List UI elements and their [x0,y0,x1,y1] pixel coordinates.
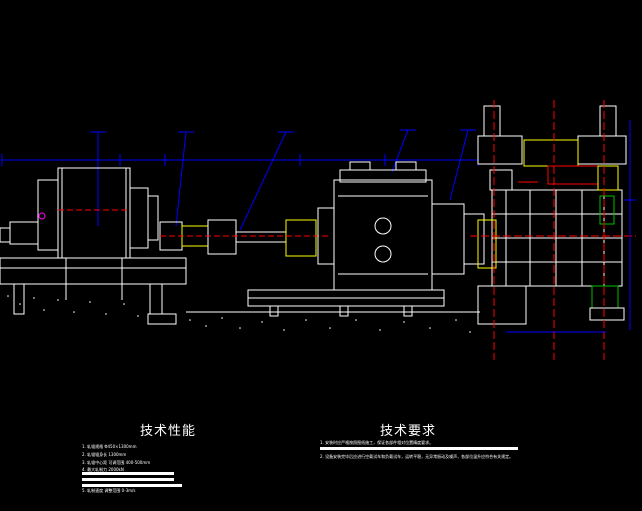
overall-dimension-line [1,154,479,166]
stand-centerlines [470,100,636,360]
redacted-bar [320,447,518,450]
screw-down-mechanism [477,105,627,191]
specs-line: 3. 轧辊中心距 可调范围 400-500mm [82,460,151,465]
main-motor [0,167,159,259]
specs-line: 4. 最大轧制力 2000kN [82,467,124,472]
redacted-bar [82,484,182,487]
coupling-spindle [159,219,330,257]
roll-stand [477,189,625,325]
ground-hatch [7,295,471,333]
redacted-bar [82,472,174,475]
specs-line: 5. 轧制速度 调整范围 0-3m/s [82,488,136,493]
base-rail [186,289,480,317]
redacted-bar [82,478,174,481]
requirements-title: 技术要求 [380,424,437,439]
requirements-line: 2. 设备安装完毕后应进行空载试车和负载试车，运转平稳，无异常振动及噪声，各部位… [320,454,514,459]
requirements-line: 1. 安装时应严格按照图纸施工，保证各部件相对位置精度要求。 [320,440,434,445]
gear-stand [317,161,485,291]
specs-title: 技术性能 [140,424,197,439]
leader-lines [90,129,476,231]
motor-foundation [0,257,187,325]
specs-line: 2. 轧辊辊身长 1300mm [82,452,127,457]
specs-line: 1. 轧辊规格 Φ450×1300mm [82,444,137,449]
